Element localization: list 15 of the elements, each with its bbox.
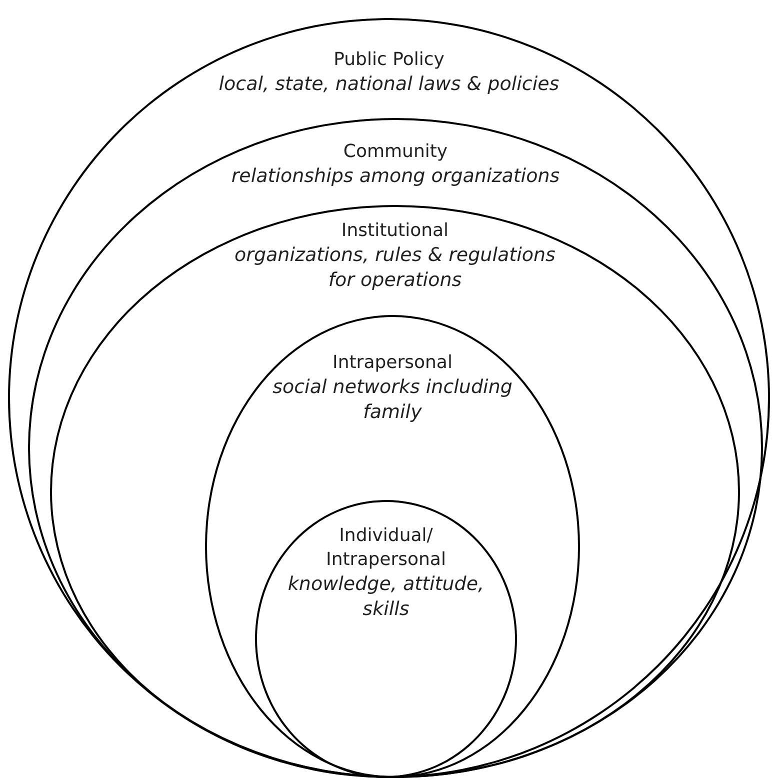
level-circle [28,118,763,778]
level-description: organizations, rules & regulations for operations [234,243,556,293]
level-description: local, state, national laws & policies [218,72,560,97]
level-description: knowledge, attitude, skills [286,572,486,622]
level-circle [8,18,770,778]
level-description: social networks including family [272,375,514,425]
level-circle [255,500,517,778]
level-description: relationships among organizations [230,164,561,189]
level-title: Intrapersonal [332,351,454,375]
level-title: Community [342,140,449,164]
level-circle [205,315,580,778]
level-title: Public Policy [332,48,446,72]
level-circle [50,205,740,778]
level-title: Institutional [340,219,450,243]
level-title: Individual/ Intrapersonal [325,524,447,572]
